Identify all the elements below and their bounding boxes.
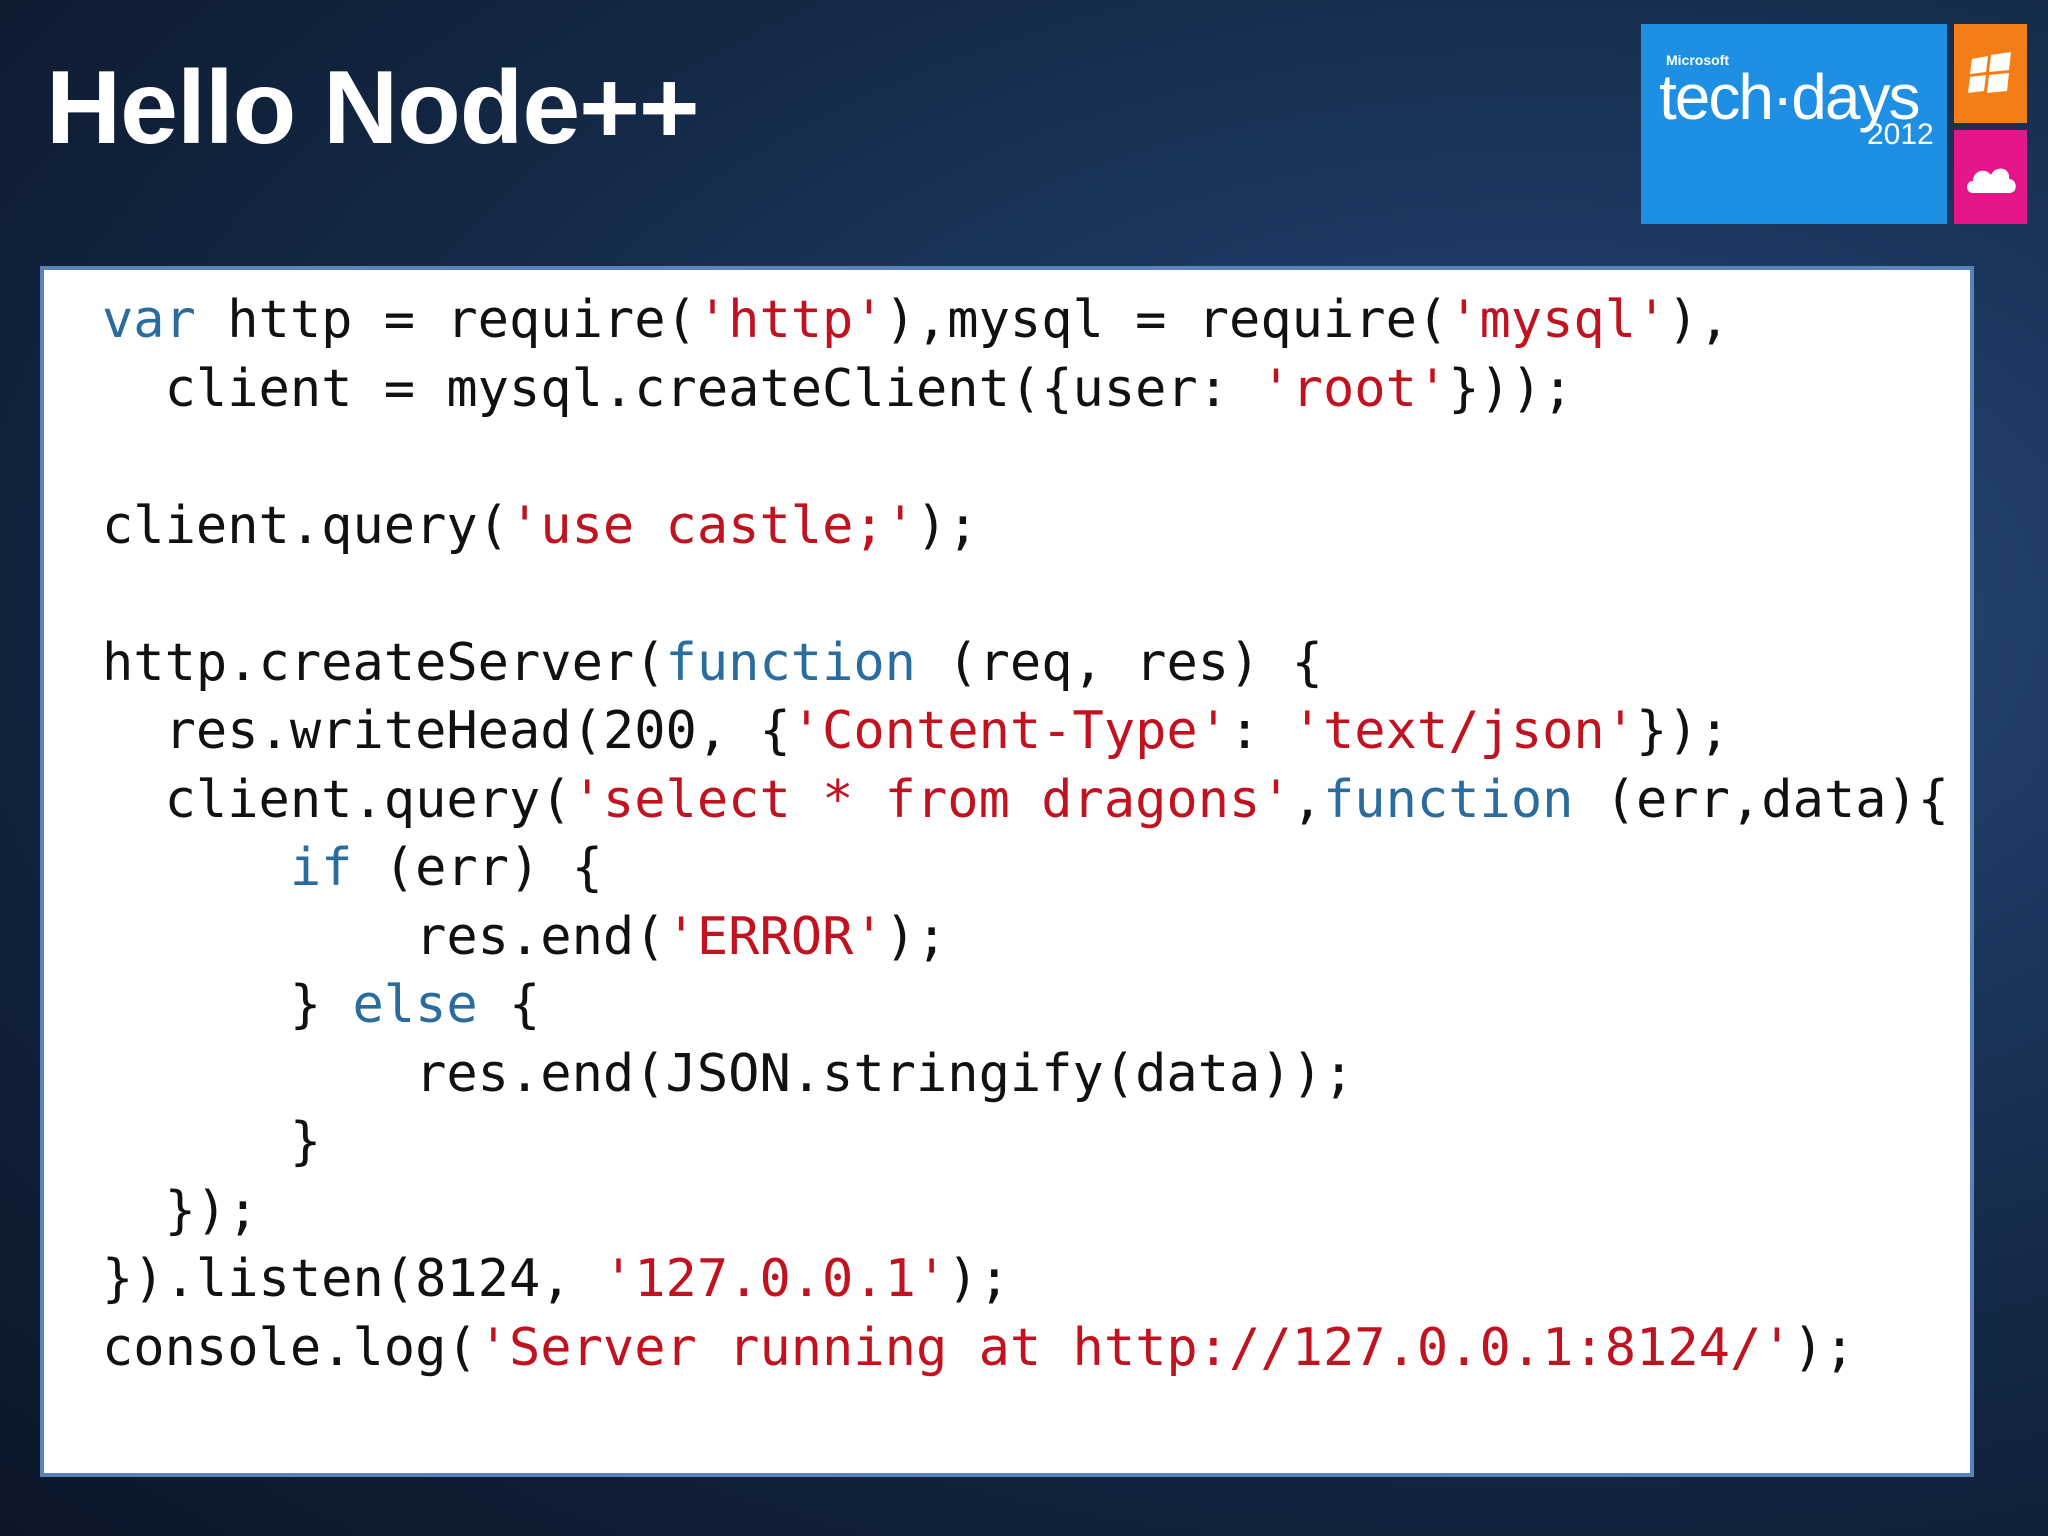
code-text: }));	[1448, 358, 1574, 419]
techdays-logo: Microsoft tech·days 2012	[1641, 24, 1947, 224]
windows-tile	[1954, 24, 2027, 123]
code-text: (req, res) {	[915, 632, 1323, 693]
cloud-icon	[1966, 168, 2016, 193]
code-text: (err,data){	[1573, 769, 1950, 830]
cloud-tile	[1954, 130, 2027, 224]
code-text: console.log(	[102, 1317, 478, 1378]
code-line: } else {	[102, 971, 1949, 1040]
code-text: {	[477, 975, 541, 1035]
code-line: client.query('use castle;');	[102, 492, 1949, 561]
code-text: client = mysql.createClient({user:	[102, 358, 1261, 419]
code-string: 'text/json'	[1291, 701, 1637, 761]
code-string: 'use castle;'	[509, 495, 916, 556]
code-text: res.end(	[102, 906, 666, 967]
code-text: }	[102, 975, 353, 1035]
code-string: 'mysql'	[1448, 290, 1668, 350]
code-string: 'root'	[1260, 358, 1449, 419]
code-text: client.query(	[102, 495, 509, 556]
code-line: });	[102, 1177, 1949, 1246]
code-text: ),	[1667, 290, 1730, 350]
logo-year: 2012	[1867, 118, 1934, 151]
code-line: client.query('select * from dragons',fun…	[102, 766, 1950, 835]
code-text: );	[916, 495, 979, 556]
code-text: );	[884, 906, 948, 967]
code-string: 'select * from dragons'	[571, 769, 1292, 830]
code-panel: var http = require('http'),mysql = requi…	[40, 266, 1974, 1477]
code-line: if (err) {	[102, 834, 1949, 903]
slide-title: Hello Node++	[46, 50, 700, 166]
code-text: res.end(JSON.stringify(data));	[102, 1043, 1355, 1104]
code-string: '127.0.0.1'	[602, 1249, 948, 1309]
code-string: 'ERROR'	[665, 906, 885, 967]
code-text: ,	[1291, 769, 1323, 830]
windows-flag-icon	[1967, 51, 2011, 93]
code-line: console.log('Server running at http://12…	[102, 1314, 1949, 1383]
code-line	[102, 423, 1949, 492]
code-line: http.createServer(function (req, res) {	[102, 629, 1949, 698]
code-text: });	[102, 1180, 259, 1241]
code-line: }).listen(8124, '127.0.0.1');	[102, 1245, 1949, 1314]
code-line: }	[102, 1108, 1949, 1177]
code-text: ),mysql = require(	[884, 290, 1449, 350]
code-string: 'Server running at http://127.0.0.1:8124…	[477, 1317, 1793, 1378]
code-text: }).listen(8124,	[102, 1249, 603, 1309]
code-text: );	[947, 1249, 1010, 1309]
code-text: :	[1229, 701, 1292, 761]
code-line: client = mysql.createClient({user: 'root…	[102, 355, 1949, 424]
code-line: res.end('ERROR');	[102, 903, 1949, 972]
code-text: http.createServer(	[102, 632, 666, 693]
code-line	[102, 560, 1949, 629]
code-string: 'Content-Type'	[790, 701, 1230, 761]
code-string: 'http'	[696, 290, 885, 350]
code-keyword: else	[352, 975, 478, 1035]
code-line: var http = require('http'),mysql = requi…	[102, 286, 1949, 355]
code-line: res.end(JSON.stringify(data));	[102, 1040, 1949, 1109]
code-keyword: function	[1322, 769, 1574, 830]
logo-name: tech·days	[1659, 61, 1920, 133]
code-keyword: if	[289, 838, 353, 898]
code-text: res.writeHead(200, {	[102, 701, 791, 761]
code-text: });	[1636, 701, 1730, 761]
code-text: (err) {	[352, 838, 603, 898]
code-keyword: function	[665, 632, 916, 693]
logo-brand: Microsoft	[1666, 52, 1729, 68]
code-text	[102, 838, 290, 898]
code-text: client.query(	[102, 769, 572, 830]
code-line: res.writeHead(200, {'Content-Type': 'tex…	[102, 697, 1949, 766]
code-text: http = require(	[195, 290, 697, 350]
code-text: );	[1792, 1317, 1856, 1378]
code-block: var http = require('http'),mysql = requi…	[102, 286, 1949, 1382]
code-keyword: var	[102, 290, 196, 350]
code-text: }	[102, 1112, 322, 1172]
